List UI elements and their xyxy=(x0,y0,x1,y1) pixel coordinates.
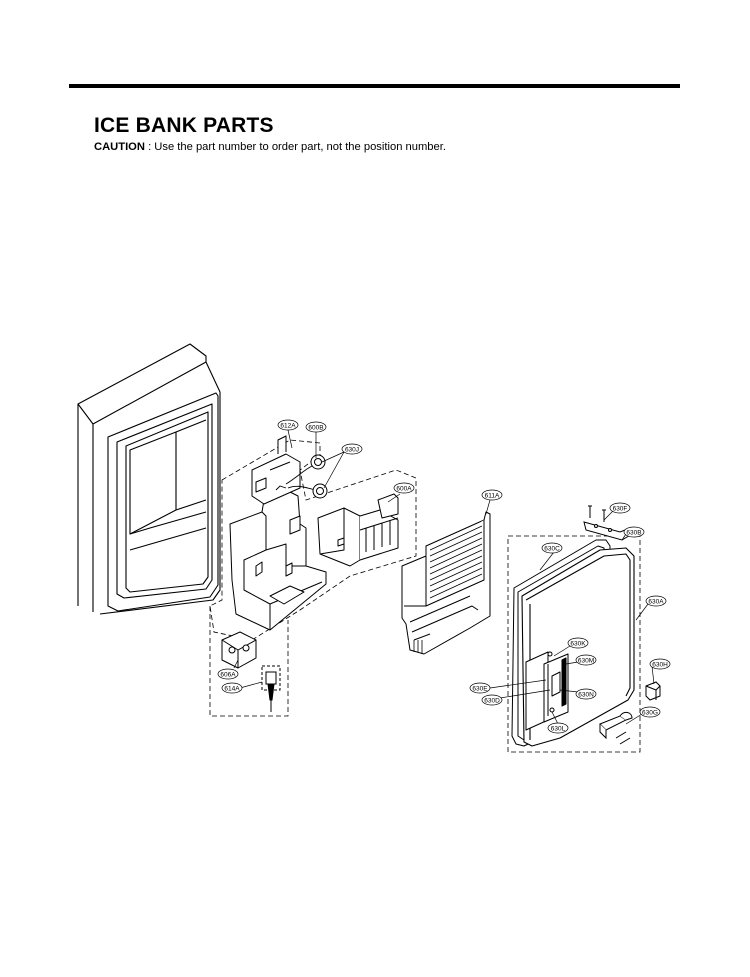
callout-630M-text: 630M xyxy=(578,657,594,664)
callout-611A-text: 611A xyxy=(485,492,500,499)
callout-630N: 630N xyxy=(575,688,597,700)
callout-600B: 600B xyxy=(305,421,327,433)
callout-600B-text: 600B xyxy=(308,424,323,431)
callout-630D: 630D xyxy=(481,694,503,706)
hinge-cap xyxy=(645,681,661,701)
ice-bin-hatch xyxy=(413,525,483,654)
caution-text: : Use the part number to order part, not… xyxy=(144,141,446,153)
callout-600A-text: 600A xyxy=(396,485,412,492)
callout-630G: 630G xyxy=(639,706,661,718)
callout-630G-text: 630G xyxy=(642,709,658,716)
bottom-hinge xyxy=(599,711,633,745)
caution-label: CAUTION xyxy=(94,141,145,153)
callout-606A: 606A xyxy=(217,668,239,680)
header-rule xyxy=(69,84,680,88)
callout-630B: 630B xyxy=(623,526,645,538)
callout-630A-text: 630A xyxy=(648,598,664,605)
callout-630E: 630E xyxy=(469,682,491,694)
assembly-boundaries xyxy=(209,439,641,753)
callout-630K: 630K xyxy=(567,637,589,649)
ice-bin xyxy=(401,511,491,655)
callout-630D-text: 630D xyxy=(484,697,500,704)
ice-maker xyxy=(317,493,399,567)
callout-630B-text: 630B xyxy=(626,529,641,536)
callout-600A: 600A xyxy=(393,482,415,494)
callout-614A-text: 614A xyxy=(224,685,240,692)
callout-630L-text: 630L xyxy=(551,725,566,732)
callout-630K-text: 630K xyxy=(570,640,586,647)
callout-630J: 630J xyxy=(341,443,363,455)
callout-630F-text: 630F xyxy=(613,505,628,512)
callout-611A: 611A xyxy=(481,489,503,501)
callout-630H: 630H xyxy=(649,658,671,670)
callout-614A: 614A xyxy=(221,682,243,694)
callout-630J-text: 630J xyxy=(345,446,359,453)
callout-630M: 630M xyxy=(575,654,597,666)
page-title: ICE BANK PARTS xyxy=(94,114,274,137)
callout-630F: 630F xyxy=(609,502,631,514)
gear-pair xyxy=(310,454,328,499)
auger-motor xyxy=(221,631,257,669)
callout-612A-text: 612A xyxy=(280,422,296,429)
callout-630C: 630C xyxy=(541,542,563,554)
callout-630A: 630A xyxy=(645,595,667,607)
callout-612A: 612A xyxy=(277,419,299,431)
callout-630N-text: 630N xyxy=(578,691,594,698)
callout-630H-text: 630H xyxy=(652,661,668,668)
sensor-switch xyxy=(261,665,281,712)
callout-630C-text: 630C xyxy=(544,545,560,552)
callout-630E-text: 630E xyxy=(472,685,488,692)
leader-lines xyxy=(233,429,655,725)
ice-bank-housing xyxy=(229,435,327,631)
top-hinge xyxy=(583,505,633,541)
callout-labels: 612A 600B 630J 600A 611A 630F 630B 630C … xyxy=(217,419,671,734)
caution-note: CAUTION : Use the part number to order p… xyxy=(94,141,446,153)
callout-630L: 630L xyxy=(547,722,569,734)
door-latch xyxy=(525,651,569,731)
callout-606A-text: 606A xyxy=(220,671,236,678)
door-frame xyxy=(77,343,221,615)
